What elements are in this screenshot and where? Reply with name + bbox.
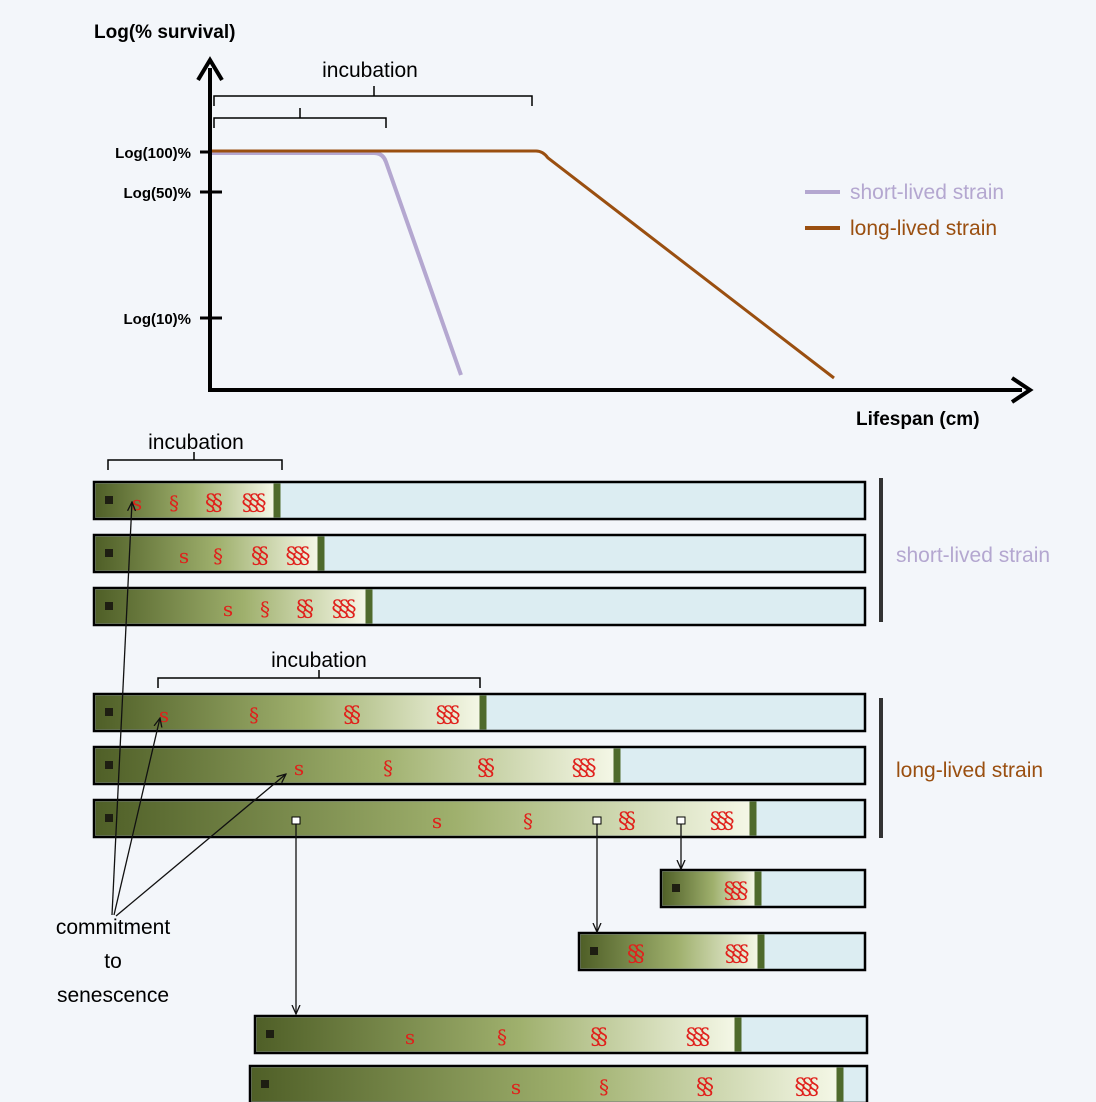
growth-front-bar (317, 536, 325, 571)
short-lived-curve (212, 151, 463, 376)
growth-front-bar (749, 801, 757, 836)
mycelium-growth (580, 934, 758, 969)
commitment-label-line3: senescence (57, 984, 169, 1007)
inoculum-plug (105, 549, 113, 557)
long-incubation-bracket (213, 86, 533, 106)
ytick-label-10: Log(10)% (124, 311, 192, 328)
long-tube-incubation-bracket (157, 670, 481, 688)
inoculum-plug (105, 708, 113, 716)
commitment-arrow-2 (113, 718, 160, 916)
growth-front-bar (365, 589, 373, 624)
chart-incubation-label: incubation (322, 59, 418, 82)
sample-point-3 (676, 816, 686, 825)
inoculum-plug (105, 761, 113, 769)
commitment-arrow-1 (111, 502, 132, 916)
legend-label-long: long-lived strain (850, 217, 997, 240)
inoculum-plug (105, 602, 113, 610)
mycelium-growth (95, 536, 318, 571)
race-tube: §§§ (659, 868, 867, 909)
legend-label-short: short-lived strain (850, 181, 1004, 204)
survival-chart: Log(% survival) Lifespan (cm) Log(100)% … (94, 22, 1034, 430)
growth-front-bar (734, 1017, 742, 1052)
race-tube: s§§§§§§ (92, 798, 867, 839)
race-tube: s§§§§§§ (92, 745, 867, 786)
y-axis-arrowhead (196, 56, 224, 82)
short-incubation-bracket (213, 108, 387, 128)
growth-front-bar (479, 695, 487, 730)
sample-point-1 (291, 816, 301, 825)
mycelium-growth (256, 1017, 735, 1052)
mycelium-growth (95, 589, 366, 624)
chart-xlabel: Lifespan (cm) (856, 409, 980, 430)
short-strain-label: short-lived strain (896, 544, 1050, 567)
short-tube-incubation-bracket (107, 452, 283, 470)
race-tube: s§§§§§§ (92, 480, 867, 521)
long-incubation-label: incubation (271, 649, 367, 672)
sample-point-2 (592, 816, 602, 825)
mycelium-growth (95, 483, 274, 518)
inoculum-plug (105, 496, 113, 504)
growth-front-bar (757, 934, 765, 969)
mycelium-growth (95, 695, 480, 730)
race-tube: s§§§§§§ (92, 533, 867, 574)
chart-ylabel: Log(% survival) (94, 22, 235, 43)
inoculum-plug (590, 947, 598, 955)
growth-front-bar (613, 748, 621, 783)
race-tubes: s§§§§§§ s§§§§§§ s§§§§§§ s§§§§§§ s§§§§§§ s§§§§… (92, 480, 869, 1102)
inoculum-plug (261, 1080, 269, 1088)
x-axis-arrowhead (1010, 376, 1034, 404)
race-tube: s§§§§§§ (248, 1064, 869, 1102)
mycelium-growth (95, 748, 614, 783)
race-tube: s§§§§§§ (92, 692, 867, 733)
growth-front-bar (836, 1067, 844, 1102)
long-strain-group: incubation long-lived strain (157, 649, 1043, 838)
commitment-label-line2: to (104, 950, 122, 973)
mycelium-growth (251, 1067, 837, 1102)
commitment-arrow-3 (115, 774, 286, 917)
short-incubation-label: incubation (148, 431, 244, 454)
race-tube: §§§§§ (577, 931, 867, 972)
race-tube: s§§§§§§ (92, 586, 867, 627)
ytick-label-50: Log(50)% (124, 185, 192, 202)
inoculum-plug (672, 884, 680, 892)
long-strain-label: long-lived strain (896, 759, 1043, 782)
mycelium-growth (95, 801, 750, 836)
inoculum-plug (266, 1030, 274, 1038)
inoculum-plug (105, 814, 113, 822)
growth-front-bar (273, 483, 281, 518)
race-tube: s§§§§§§ (253, 1014, 869, 1055)
short-strain-group: incubation short-lived strain (107, 431, 1050, 622)
growth-front-bar (754, 871, 762, 906)
commitment-label-line1: commitment (56, 916, 171, 939)
long-lived-curve (212, 149, 835, 380)
transfer-arrows: commitment to senescence (56, 502, 685, 1014)
ytick-label-100: Log(100)% (115, 145, 191, 162)
chart-legend: short-lived strain long-lived strain (805, 181, 1004, 240)
